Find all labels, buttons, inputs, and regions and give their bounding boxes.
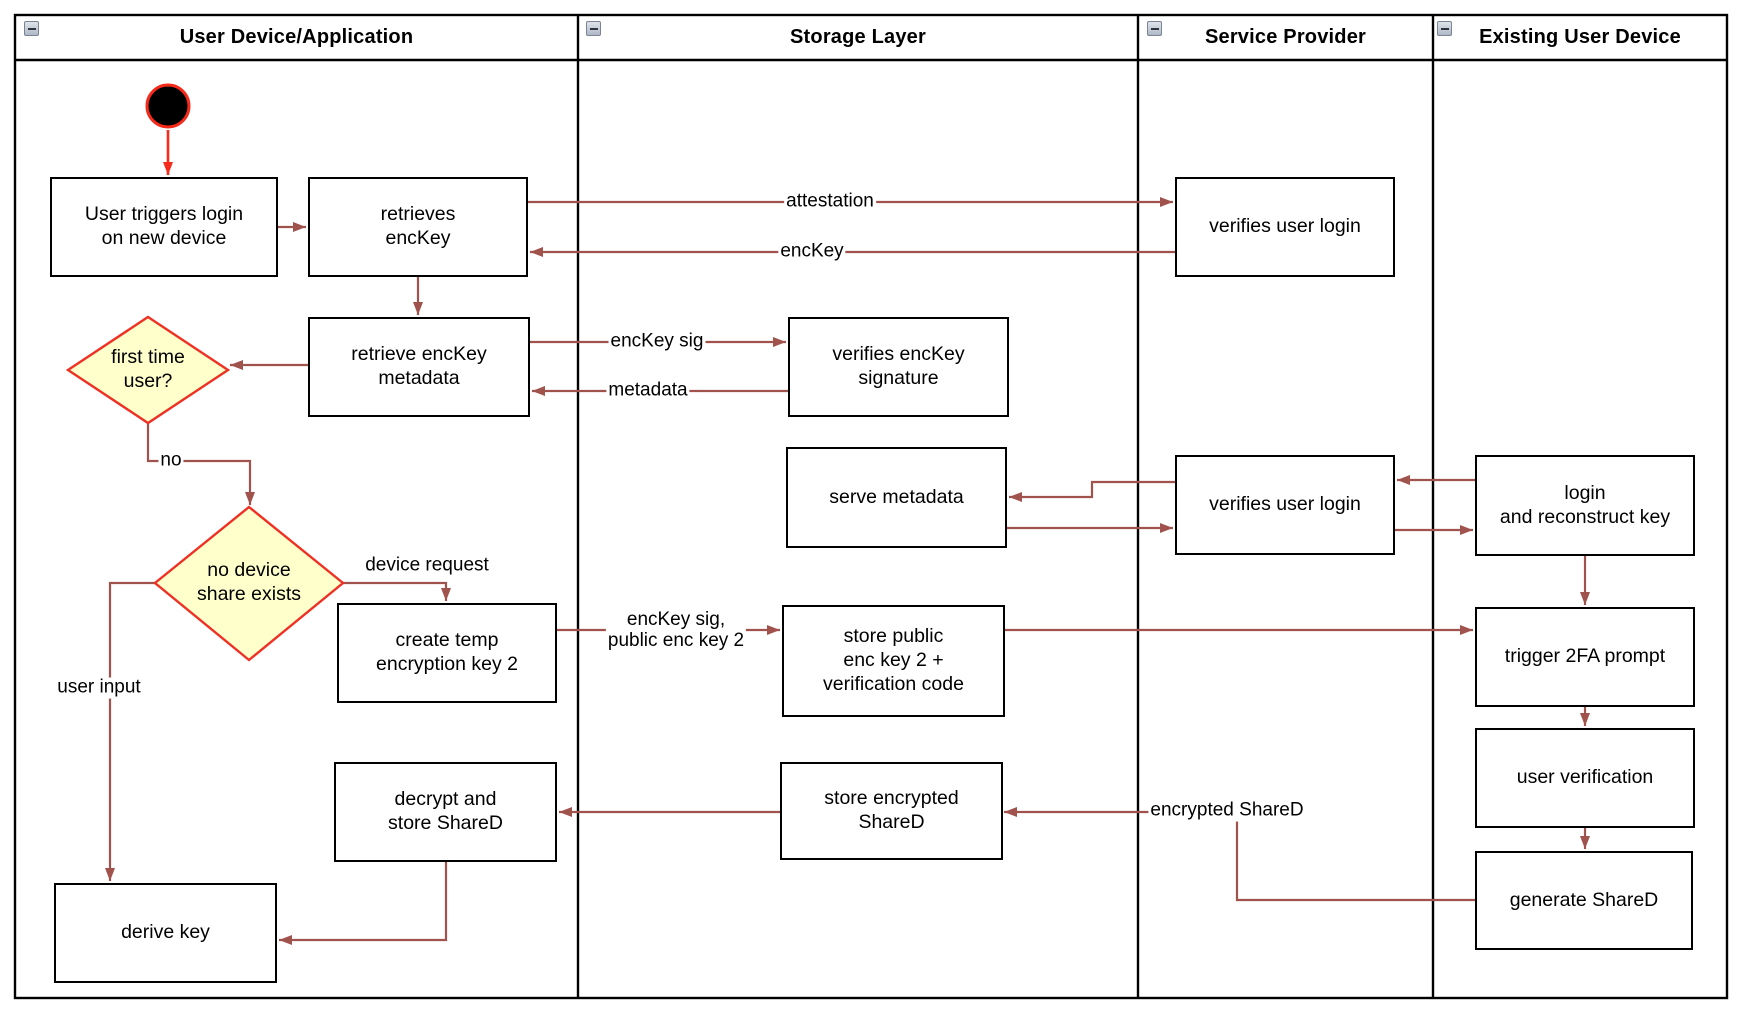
lane-header-existing-device: Existing User Device <box>1479 26 1681 48</box>
lane-header-service-provider: Service Provider <box>1204 26 1367 48</box>
node-verifies-enckey-signature[interactable]: verifies encKey signature <box>788 317 1009 417</box>
edge-label-enckey-sig: encKey sig <box>608 330 706 353</box>
node-trigger-2fa[interactable]: trigger 2FA prompt <box>1475 607 1695 707</box>
decision-no-device-share[interactable] <box>153 505 345 662</box>
collapse-icon[interactable] <box>1437 21 1452 36</box>
decision-first-time-user-label: first time user? <box>111 346 185 392</box>
node-verifies-user-login-1[interactable]: verifies user login <box>1175 177 1395 277</box>
edge-label-attestation: attestation <box>784 190 876 213</box>
edge-label-enckey-sig-public: encKey sig, public enc key 2 <box>605 609 747 652</box>
node-derive-key[interactable]: derive key <box>54 883 277 983</box>
edge-label-user-input: user input <box>55 676 143 699</box>
node-user-verification[interactable]: user verification <box>1475 728 1695 828</box>
collapse-icon[interactable] <box>586 21 601 36</box>
node-generate-shared[interactable]: generate ShareD <box>1475 851 1693 950</box>
edge-label-metadata: metadata <box>606 379 690 402</box>
swimlane-frame <box>13 13 1729 1000</box>
node-user-triggers-login[interactable]: User triggers login on new device <box>50 177 278 277</box>
lane-header-user-device: User Device/Application <box>179 26 414 48</box>
node-store-public-key2[interactable]: store public enc key 2 + verification co… <box>782 605 1005 717</box>
node-verifies-user-login-2[interactable]: verifies user login <box>1175 455 1395 555</box>
minus-icon <box>1440 27 1449 30</box>
edge-label-enckey: encKey <box>778 240 846 263</box>
node-serve-metadata[interactable]: serve metadata <box>786 447 1007 548</box>
decision-first-time-user[interactable] <box>65 315 231 425</box>
edge-label-device-request: device request <box>363 554 491 577</box>
decision-no-device-share-label: no device share exists <box>196 559 302 605</box>
edges <box>105 130 1590 945</box>
node-retrieves-enckey[interactable]: retrieves encKey <box>308 177 528 277</box>
node-decrypt-store-shared[interactable]: decrypt and store ShareD <box>334 762 557 862</box>
start-node-icon[interactable] <box>145 83 191 129</box>
node-login-reconstruct-key[interactable]: login and reconstruct key <box>1475 455 1695 556</box>
minus-icon <box>27 27 36 30</box>
collapse-icon[interactable] <box>1147 21 1162 36</box>
collapse-icon[interactable] <box>24 21 39 36</box>
minus-icon <box>589 27 598 30</box>
minus-icon <box>1150 27 1159 30</box>
edge-label-encrypted-shared: encrypted ShareD <box>1148 799 1306 822</box>
node-create-temp-key2[interactable]: create temp encryption key 2 <box>337 603 557 703</box>
lane-header-storage-layer: Storage Layer <box>790 26 926 48</box>
node-retrieve-enckey-metadata[interactable]: retrieve encKey metadata <box>308 317 530 417</box>
edge-label-no: no <box>158 449 184 472</box>
node-store-encrypted-shared[interactable]: store encrypted ShareD <box>780 762 1003 860</box>
